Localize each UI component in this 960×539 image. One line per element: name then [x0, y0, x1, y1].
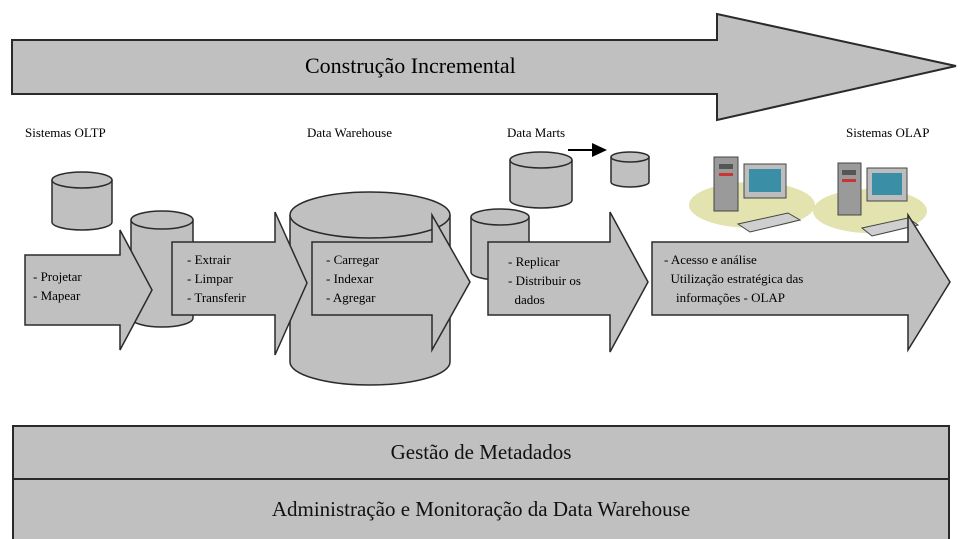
design-steps: - Projetar - Mapear — [33, 267, 82, 305]
design-step-arrow — [24, 229, 153, 351]
incremental-construction-arrow — [11, 12, 957, 122]
step-item: informações - OLAP — [676, 290, 786, 305]
stage-label-data-marts: Data Marts — [507, 125, 566, 140]
metadata-management-bar: Gestão de Metadados — [12, 425, 950, 480]
step-item: - Transferir — [187, 290, 246, 305]
access-analysis-arrow — [651, 212, 951, 353]
extract-steps: - Extrair - Limpar - Transferir — [187, 250, 246, 307]
step-item: Utilização estratégica das — [664, 271, 804, 286]
right-arrow-icon — [568, 143, 607, 157]
stage-label-data-warehouse: Data Warehouse — [307, 125, 392, 140]
step-item: - Limpar — [187, 271, 233, 286]
step-item: - Acesso e análise — [664, 252, 757, 267]
extract-step-arrow — [171, 211, 308, 356]
data-mart-database-icon-small — [610, 151, 650, 188]
load-steps: - Carregar - Indexar - Agregar — [326, 250, 379, 307]
banner-title: Construção Incremental — [305, 53, 516, 78]
step-item: - Projetar — [33, 269, 82, 284]
computer-workstation-icon-2 — [813, 162, 927, 237]
step-item: - Distribuir os — [508, 273, 581, 288]
step-item: - Extrair — [187, 252, 231, 267]
step-item: - Agregar — [326, 290, 376, 305]
dw-administration-bar: Administração e Monitoração da Data Ware… — [12, 478, 950, 539]
load-step-arrow — [311, 212, 471, 353]
data-mart-database-icon — [509, 151, 573, 209]
oltp-database-icon — [51, 171, 113, 231]
replicate-steps: - Replicar - Distribuir os dados — [508, 252, 581, 309]
step-item: - Mapear — [33, 288, 81, 303]
step-item: - Carregar — [326, 252, 380, 267]
computer-workstation-icon — [689, 156, 815, 233]
step-item: dados — [508, 292, 545, 307]
replicate-step-arrow — [487, 211, 649, 353]
step-item: - Indexar — [326, 271, 374, 286]
step-item: - Replicar — [508, 254, 560, 269]
stage-label-olap: Sistemas OLAP — [846, 125, 930, 140]
access-analysis-steps: - Acesso e análise Utilização estratégic… — [664, 250, 803, 307]
stage-label-oltp: Sistemas OLTP — [25, 125, 106, 140]
